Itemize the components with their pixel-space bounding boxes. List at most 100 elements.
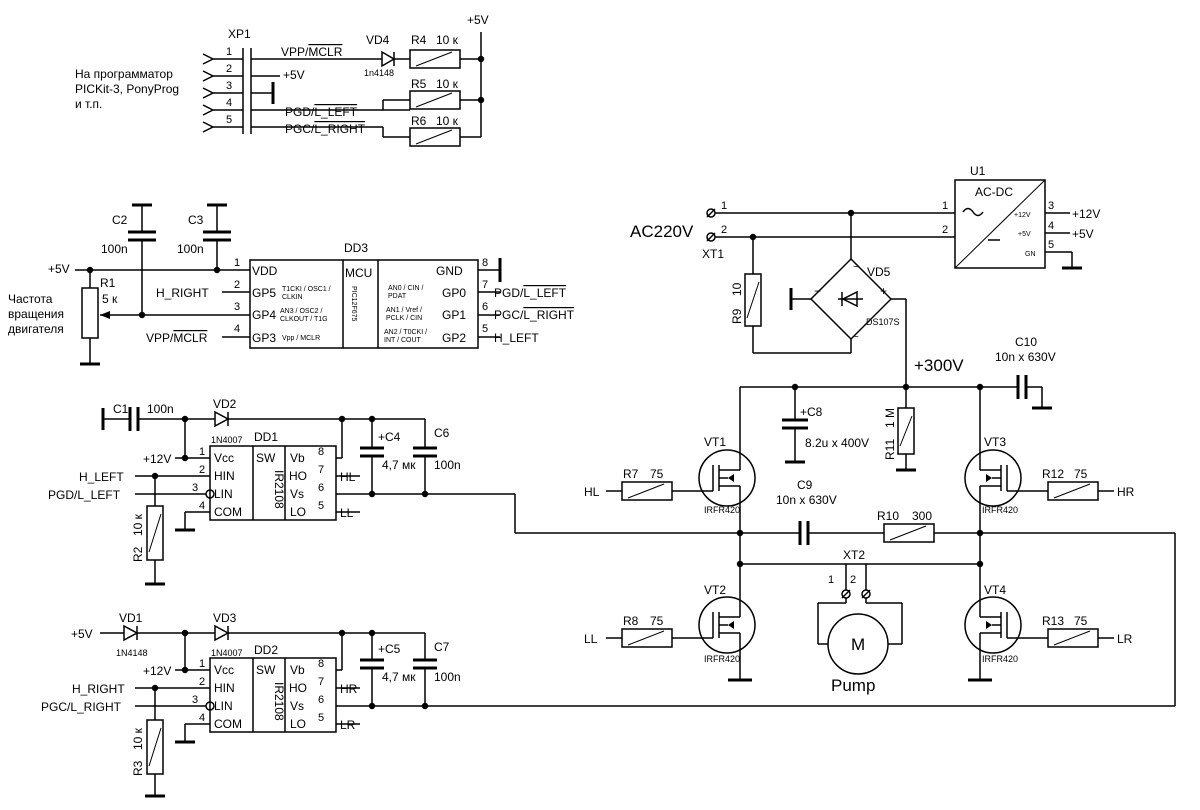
c2-ref: C2	[112, 213, 128, 227]
dd1-pin4-num: 4	[199, 500, 205, 512]
dd2-ref: DD2	[254, 643, 278, 657]
u1-pin2: 2	[942, 224, 948, 236]
bridge-in-ll: LL	[584, 632, 598, 646]
c6-value: 100n	[434, 458, 461, 472]
driver1-section: C1 100n VD2 1N4007 +12V DD1 SW IR2108 Vc…	[48, 397, 800, 586]
r10-ref: R10	[877, 509, 899, 523]
mcu-net-h-left: H_LEFT	[494, 331, 539, 345]
dd2-pin8-num: 8	[318, 658, 324, 670]
vd5-ref: VD5	[867, 265, 891, 279]
r7-value: 75	[650, 467, 664, 481]
r8-ref: R8	[623, 614, 639, 628]
vd3-type: 1N4007	[211, 648, 243, 658]
mcu-net-vpp: VPP/MCLR	[146, 331, 208, 345]
vt1-mosfet	[690, 449, 756, 507]
programmer-section: XP1 1 2 3 4 5 На программатор PICKit-3, …	[75, 13, 489, 147]
u1-part: AC-DC	[975, 185, 1013, 199]
power-section: AC220V 1 2 XT1 1 2 U1 AC-DC +12V +5V GN …	[630, 164, 1100, 472]
r13-ref: R13	[1042, 614, 1064, 628]
xp1-net-5v: +5V	[283, 68, 305, 82]
vd2-diode	[214, 410, 230, 428]
xp1-pin4: 4	[226, 97, 232, 109]
driver2-out-h: HR	[340, 682, 358, 696]
dd1-pin7-num: 7	[318, 464, 324, 476]
dd3-pin6-num: 6	[482, 301, 488, 313]
driver1-out-h: HL	[340, 470, 356, 484]
mcu-net-pgc: PGC/L_RIGHT	[494, 308, 575, 322]
u1-pin1: 1	[942, 200, 948, 212]
dd2-pin6-num: 6	[318, 694, 324, 706]
dd3-pin-gp2: GP2	[442, 331, 466, 345]
driver1-in-l: PGD/L_LEFT	[48, 488, 121, 502]
dd3-pin8-num: 8	[482, 257, 488, 269]
r3-ref: R3	[131, 760, 145, 776]
driver2-in-l: PGC/L_RIGHT	[41, 700, 122, 714]
driver1-in-h: H_LEFT	[79, 470, 124, 484]
dd2-part: IR2108	[272, 682, 286, 721]
dd3-pin-vdd: VDD	[252, 264, 278, 278]
vt2-type: IRFR420	[704, 654, 740, 664]
dd3-pin1-num: 1	[234, 257, 240, 269]
dd3-pin-gp4-alt2: CLKOUT / T1G	[280, 316, 328, 323]
dd3-pin-gp4-alt: AN3 / OSC2 /	[280, 308, 322, 315]
r13-value: 75	[1074, 614, 1088, 628]
mcu-net-h-right: H_RIGHT	[156, 286, 209, 300]
dd3-pin7-num: 7	[482, 279, 488, 291]
ac-symbol-icon	[962, 207, 984, 217]
vt3-ref: VT3	[984, 435, 1006, 449]
xp1-pin3: 3	[226, 80, 232, 92]
dd1-pin-hin: HIN	[214, 469, 235, 483]
dd2-pin2-num: 2	[199, 676, 205, 688]
dd3-mid-label: MCU	[345, 266, 372, 280]
dd2-pin3-num: 3	[192, 694, 198, 706]
c7-ref: C7	[434, 640, 450, 654]
dd2-pin-vs: Vs	[290, 699, 304, 713]
u1-pin4: 4	[1048, 220, 1054, 232]
r5-value: 10 к	[436, 77, 459, 91]
vd3-diode	[214, 624, 230, 642]
dd2-pin-vb: Vb	[290, 663, 305, 677]
u1-pin5: 5	[1048, 239, 1054, 251]
programmer-note-line1: На программатор	[75, 67, 173, 81]
c7-value: 100n	[434, 670, 461, 684]
dd3-chip	[249, 259, 479, 349]
c3-ref: C3	[188, 213, 204, 227]
dd3-part: PIC12F675	[350, 286, 357, 322]
vd5-ac-bottom: ~	[853, 332, 859, 343]
dd3-pin-gp1-alt: AN1 / Vref /	[386, 307, 422, 314]
dd3-pin-gp5: GP5	[252, 286, 276, 300]
dd2-pin-ho: HO	[289, 681, 307, 695]
dd1-pin3-num: 3	[192, 482, 198, 494]
dd1-pin-vb: Vb	[290, 451, 305, 465]
dd1-pin-vcc: Vcc	[214, 451, 234, 465]
r1-ref: R1	[100, 276, 116, 290]
c4-ref: +C4	[378, 430, 401, 444]
r8-value: 75	[650, 614, 664, 628]
motor-symbol: M	[851, 635, 865, 654]
dd2-pin-lo: LO	[290, 717, 306, 731]
pot-note-line3: двигателя	[8, 322, 64, 336]
hv-rail-label: +300V	[914, 356, 964, 375]
vd4-ref: VD4	[366, 33, 390, 47]
vd4-diode	[365, 50, 410, 68]
c10-ref: C10	[1015, 335, 1037, 349]
dd2-pin7-num: 7	[318, 676, 324, 688]
dd3-pin-gp5-alt2: CLKIN	[282, 294, 303, 301]
c8-value: 8.2u x 400V	[805, 436, 869, 450]
dd3-pin3-num: 3	[234, 301, 240, 313]
driver2-in-h: H_RIGHT	[72, 682, 125, 696]
r1-potentiometer[interactable]	[81, 287, 99, 339]
r3-value: 10 к	[131, 727, 145, 750]
dd1-pin5-num: 5	[318, 500, 324, 512]
dd2-pin-hin: HIN	[214, 681, 235, 695]
mcu-section: C2 100n C3 100n +5V R1 5 к Частота враще…	[8, 203, 575, 366]
dd3-pin-gp1-alt2: PCLK / CIN	[386, 315, 422, 322]
dd1-pin2-num: 2	[199, 464, 205, 476]
r1-value: 5 к	[102, 292, 118, 306]
r9-value: 10	[730, 282, 744, 296]
dd1-pin-ho: HO	[289, 469, 307, 483]
vt4-type: IRFR420	[982, 654, 1018, 664]
motor-circle	[827, 613, 889, 675]
programmer-note-line2: PICKit-3, PonyProg	[75, 82, 179, 96]
